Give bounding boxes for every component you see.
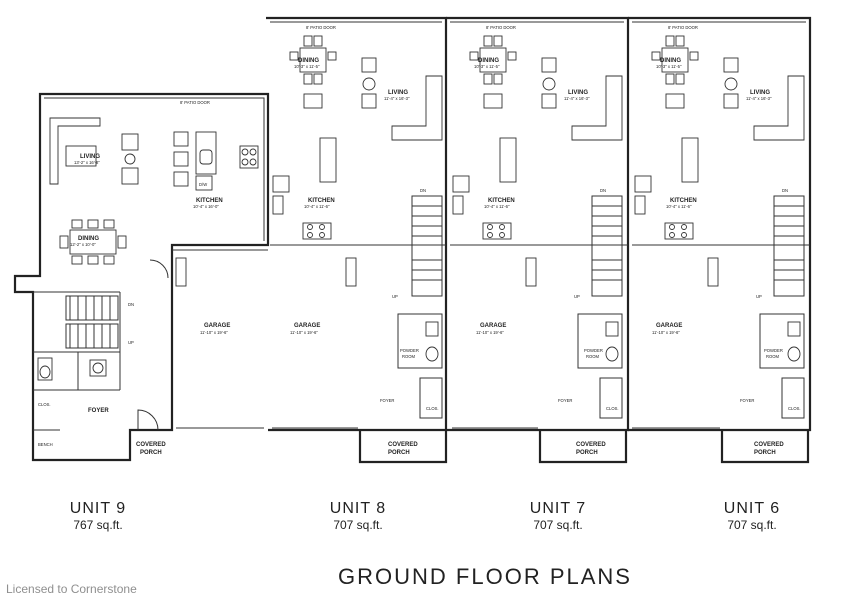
u6-living-dim: 11'-4" x 16'-3" bbox=[746, 96, 772, 101]
u8-porch-label-2: PORCH bbox=[388, 450, 410, 456]
u9-porch-label-1: COVERED bbox=[136, 442, 166, 448]
u8-powder-label-1: POWDER bbox=[400, 348, 419, 353]
unit-6-title: UNIT 6 bbox=[723, 500, 781, 517]
u7-garage-label: GARAGE bbox=[480, 323, 506, 329]
u6-kitchen-dim: 10'-4" x 11'-6" bbox=[666, 204, 692, 209]
u9-living-label: LIVING bbox=[80, 154, 100, 160]
u7-patio-door-label: 8' PATIO DOOR bbox=[486, 25, 516, 30]
u9-porch-label-2: PORCH bbox=[140, 450, 162, 456]
u6-patio-door-label: 8' PATIO DOOR bbox=[668, 25, 698, 30]
plan-title: GROUND FLOOR PLANS bbox=[338, 564, 632, 589]
u7-powder-label-1: POWDER bbox=[584, 348, 603, 353]
u8-kitchen-label: KITCHEN bbox=[308, 198, 335, 204]
u9-bench-label: BENCH bbox=[38, 442, 53, 447]
unit-6-furniture bbox=[634, 35, 805, 419]
u7-porch-label-2: PORCH bbox=[576, 450, 598, 456]
unit-9-area: 767 sq.ft. bbox=[73, 518, 123, 532]
u6-garage-label: GARAGE bbox=[656, 323, 682, 329]
u7-foyer-label: FOYER bbox=[558, 398, 572, 403]
unit-8-plan bbox=[172, 16, 448, 464]
u7-dining-dim: 10'-3" x 11'-5" bbox=[474, 64, 500, 69]
unit-8-area: 707 sq.ft. bbox=[333, 518, 383, 532]
u7-dn-label: DN bbox=[600, 188, 606, 193]
u6-up-label: UP bbox=[756, 294, 762, 299]
u9-dining-label: DINING bbox=[78, 236, 99, 242]
unit-7-title: UNIT 7 bbox=[529, 500, 587, 517]
u9-kitchen-label: KITCHEN bbox=[196, 198, 223, 204]
u9-closet-label: CLOS. bbox=[38, 402, 51, 407]
u8-living-dim: 11'-4" x 16'-3" bbox=[384, 96, 410, 101]
u6-dining-label: DINING bbox=[660, 58, 681, 64]
u8-porch-label-1: COVERED bbox=[388, 442, 418, 448]
unit-8-furniture bbox=[175, 35, 443, 419]
u8-powder-label-2: ROOM bbox=[402, 354, 416, 359]
u8-kitchen-dim: 10'-4" x 11'-6" bbox=[304, 204, 330, 209]
u6-powder-label-1: POWDER bbox=[764, 348, 783, 353]
unit-8-title: UNIT 8 bbox=[329, 500, 387, 517]
u9-kitchen-dim: 10'-4" x 16'-0" bbox=[193, 204, 219, 209]
unit-6-area: 707 sq.ft. bbox=[727, 518, 777, 532]
u7-up-label: UP bbox=[574, 294, 580, 299]
u6-closet-label: CLOS. bbox=[788, 406, 801, 411]
u8-garage-dim: 11'-10" x 19'-6" bbox=[290, 330, 318, 335]
unit-7-plan bbox=[446, 16, 630, 464]
u8-patio-door-label: 8' PATIO DOOR bbox=[306, 25, 336, 30]
u9-foyer-label: FOYER bbox=[88, 408, 109, 414]
u7-porch-label-1: COVERED bbox=[576, 442, 606, 448]
u8-closet-label: CLOS. bbox=[426, 406, 439, 411]
u9-garage-dim: 11'-10" x 19'-6" bbox=[200, 330, 228, 335]
u7-kitchen-dim: 10'-4" x 11'-6" bbox=[484, 204, 510, 209]
u7-kitchen-label: KITCHEN bbox=[488, 198, 515, 204]
u7-closet-label: CLOS. bbox=[606, 406, 619, 411]
u6-dining-dim: 10'-3" x 11'-5" bbox=[656, 64, 682, 69]
unit-7-furniture bbox=[452, 35, 623, 419]
u9-living-dim: 13'-2" x 16'-8" bbox=[74, 160, 100, 165]
u7-living-dim: 11'-4" x 16'-3" bbox=[564, 96, 590, 101]
u8-dining-label: DINING bbox=[298, 58, 319, 64]
u6-foyer-label: FOYER bbox=[740, 398, 754, 403]
u8-living-label: LIVING bbox=[388, 90, 408, 96]
u8-dining-dim: 10'-3" x 11'-5" bbox=[294, 64, 320, 69]
u8-up-label: UP bbox=[392, 294, 398, 299]
u9-dw-label: D/W bbox=[199, 182, 207, 187]
unit-9-title: UNIT 9 bbox=[69, 500, 127, 517]
u9-dining-dim: 12'-2" x 10'-0" bbox=[70, 242, 96, 247]
u6-garage-dim: 11'-10" x 19'-6" bbox=[652, 330, 680, 335]
u7-dining-label: DINING bbox=[478, 58, 499, 64]
u6-kitchen-label: KITCHEN bbox=[670, 198, 697, 204]
license-watermark: Licensed to Cornerstone bbox=[6, 582, 137, 596]
u8-foyer-label: FOYER bbox=[380, 398, 394, 403]
unit-9-stairs bbox=[65, 295, 119, 349]
u6-dn-label: DN bbox=[782, 188, 788, 193]
u8-garage-label: GARAGE bbox=[294, 323, 320, 329]
u6-powder-label-2: ROOM bbox=[766, 354, 780, 359]
u9-dn-label: DN bbox=[128, 302, 134, 307]
unit-9-plan bbox=[13, 92, 270, 462]
u8-dn-label: DN bbox=[420, 188, 426, 193]
u9-up-label: UP bbox=[128, 340, 134, 345]
unit-6-plan bbox=[628, 16, 812, 464]
u7-garage-dim: 11'-10" x 19'-6" bbox=[476, 330, 504, 335]
u7-powder-label-2: ROOM bbox=[586, 354, 600, 359]
unit-7-area: 707 sq.ft. bbox=[533, 518, 583, 532]
u9-patio-door-label: 8' PATIO DOOR bbox=[180, 100, 210, 105]
u6-living-label: LIVING bbox=[750, 90, 770, 96]
u6-porch-label-2: PORCH bbox=[754, 450, 776, 456]
u6-porch-label-1: COVERED bbox=[754, 442, 784, 448]
u9-garage-label: GARAGE bbox=[204, 323, 230, 329]
u7-living-label: LIVING bbox=[568, 90, 588, 96]
